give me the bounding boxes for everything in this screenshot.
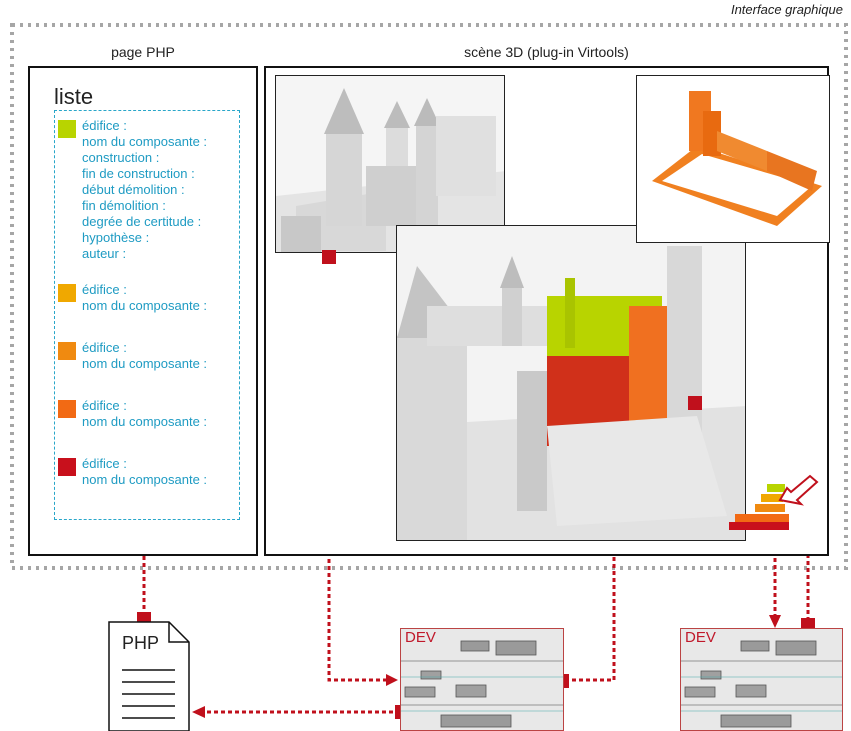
php-panel-title: page PHP bbox=[111, 44, 175, 60]
legend-line: nom du composante : bbox=[82, 298, 208, 313]
legend-fields: édifice : nom du composante : bbox=[82, 456, 207, 488]
dev-card-1[interactable]: DEV bbox=[400, 628, 564, 731]
legend-line: fin démolition : bbox=[82, 198, 166, 213]
legend-line: hypothèse : bbox=[82, 230, 150, 245]
legend-fields: édifice : nom du composante : bbox=[82, 282, 207, 314]
legend-item[interactable]: édifice : nom du composante : bbox=[58, 340, 248, 372]
legend-line: degrée de certitude : bbox=[82, 214, 202, 229]
arrowhead-dev1 bbox=[386, 674, 398, 686]
legend-line: nom du composante : bbox=[82, 134, 208, 149]
legend-fields: édifice : nom du composante : constructi… bbox=[82, 118, 207, 262]
arrowhead-php-doc bbox=[192, 706, 205, 718]
schematic-graph bbox=[681, 640, 842, 728]
legend-line: début démolition : bbox=[82, 182, 185, 197]
legend-swatch bbox=[58, 400, 76, 418]
legend-list: édifice : nom du composante : constructi… bbox=[58, 118, 248, 488]
legend-line: fin de construction : bbox=[82, 166, 195, 181]
legend-line: nom du composante : bbox=[82, 472, 208, 487]
scene-panel-title: scène 3D (plug-in Virtools) bbox=[464, 44, 629, 60]
liste-box bbox=[54, 110, 240, 520]
legend-line: construction : bbox=[82, 150, 160, 165]
dev-label: DEV bbox=[685, 629, 716, 646]
castle-render-orange bbox=[637, 76, 829, 242]
legend-line: nom du composante : bbox=[82, 356, 208, 371]
legend-fields: édifice : nom du composante : bbox=[82, 398, 207, 430]
liste-title: liste bbox=[54, 84, 94, 109]
connector-node bbox=[688, 396, 702, 410]
legend-line: édifice : bbox=[82, 340, 127, 355]
legend-line: édifice : bbox=[82, 118, 127, 133]
connector-center-screen bbox=[565, 545, 616, 682]
dev-label: DEV bbox=[405, 629, 436, 646]
interface-title: Interface graphique bbox=[730, 2, 843, 17]
castle-render-grey bbox=[276, 76, 504, 252]
castle-render-highlighted bbox=[397, 226, 745, 540]
outer-frame bbox=[10, 23, 848, 570]
php-document-label: PHP bbox=[122, 633, 160, 653]
legend-swatch bbox=[58, 458, 76, 476]
legend-line: nom du composante : bbox=[82, 414, 208, 429]
legend-swatch bbox=[58, 120, 76, 138]
dev-card-2[interactable]: DEV bbox=[680, 628, 843, 731]
legend-item[interactable]: édifice : nom du composante : bbox=[58, 282, 248, 314]
legend-line: édifice : bbox=[82, 282, 127, 297]
legend-line: auteur : bbox=[82, 246, 127, 261]
legend-item[interactable]: édifice : nom du composante : constructi… bbox=[58, 118, 248, 262]
legend-swatch bbox=[58, 342, 76, 360]
legend-item[interactable]: édifice : nom du composante : bbox=[58, 398, 248, 430]
layer-stack-icon bbox=[729, 474, 819, 530]
legend-swatch bbox=[58, 284, 76, 302]
scene-view-right[interactable] bbox=[636, 75, 830, 243]
scene-view-center[interactable] bbox=[396, 225, 746, 541]
legend-item[interactable]: édifice : nom du composante : bbox=[58, 456, 248, 488]
connector-node bbox=[322, 250, 336, 264]
arrowhead-dev2 bbox=[769, 615, 781, 628]
legend-line: édifice : bbox=[82, 456, 127, 471]
schematic-graph bbox=[401, 640, 563, 728]
php-document-icon bbox=[108, 621, 190, 731]
scene-view-left[interactable] bbox=[275, 75, 505, 253]
legend-fields: édifice : nom du composante : bbox=[82, 340, 207, 372]
legend-line: édifice : bbox=[82, 398, 127, 413]
